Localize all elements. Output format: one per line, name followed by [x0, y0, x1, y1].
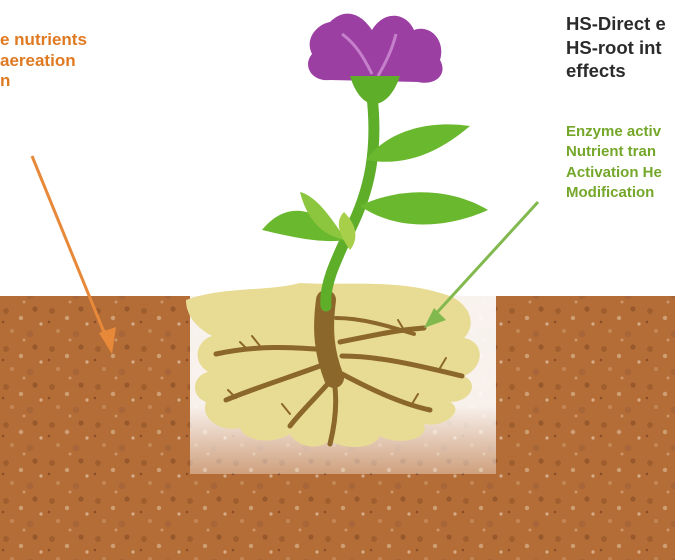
right-list-block: Enzyme activ Nutrient tran Activation He… [566, 122, 662, 204]
right-title-block: HS-Direct e HS-root int effects [566, 12, 666, 83]
left-text-block: e nutrients aereation n [0, 30, 87, 92]
